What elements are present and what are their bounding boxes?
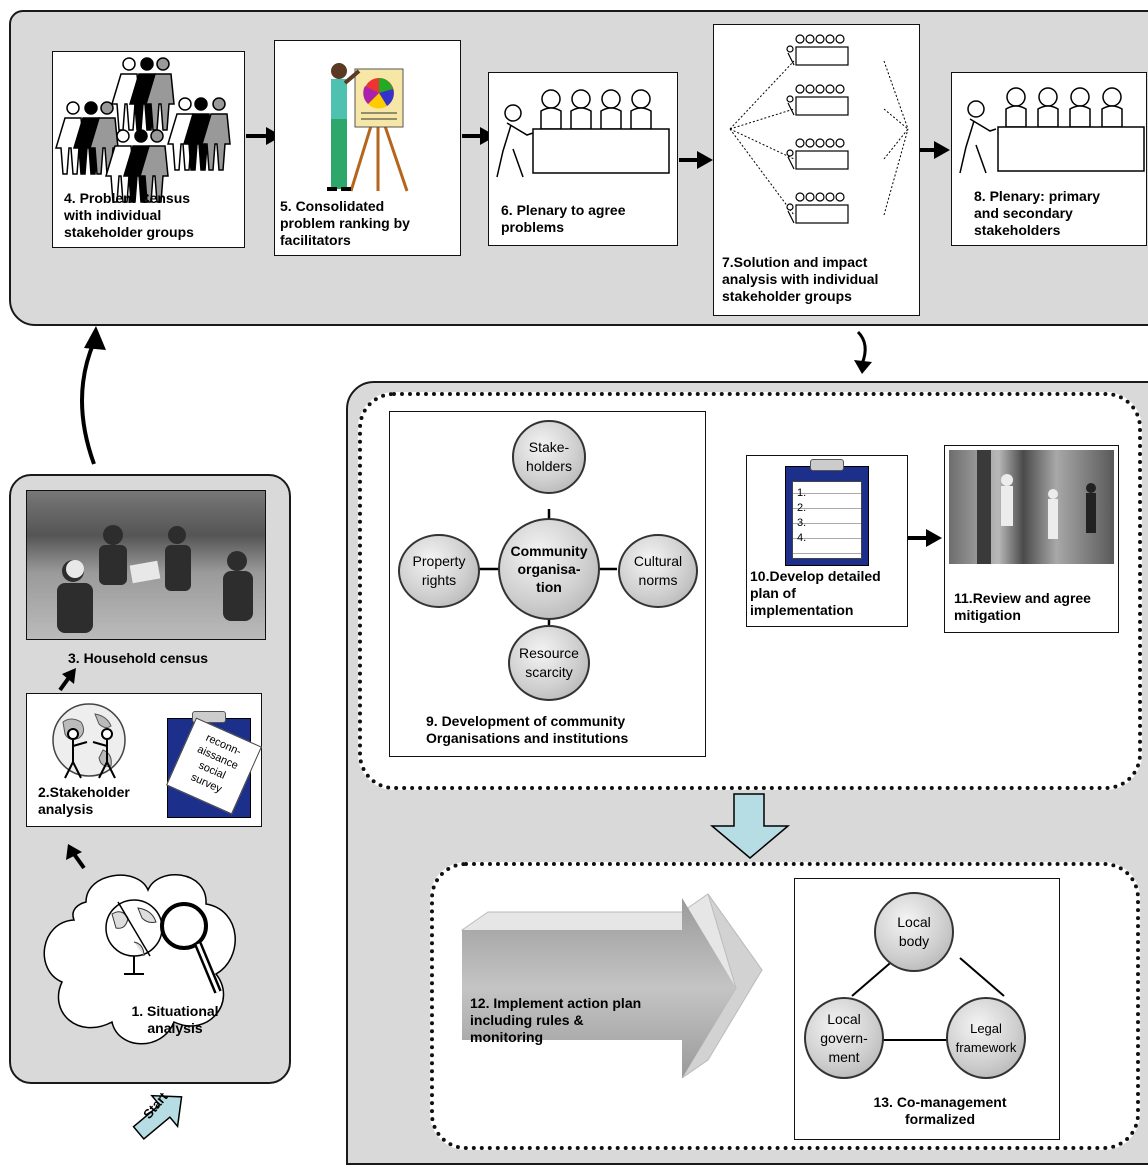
plan-clipboard-icon: 1. 2. 3. 4. xyxy=(785,459,869,566)
step-8-label: 8. Plenary: primary and secondary stakeh… xyxy=(974,188,1101,238)
plenary-stakeholders-icon xyxy=(959,87,1145,174)
arrow-5-to-6 xyxy=(462,127,496,145)
arrow-7-to-9 xyxy=(854,330,872,374)
step-2-label: 2.Stakeholder analysis xyxy=(38,784,130,817)
arrow-4-to-5 xyxy=(246,127,282,145)
step-2-box: reconn- aissance social survey xyxy=(26,693,262,827)
magnifier-icon xyxy=(160,902,222,994)
node-property-rights: Property rights xyxy=(398,534,480,608)
node-stakeholders: Stake- holders xyxy=(512,420,586,494)
node-property-rights-label: Property rights xyxy=(412,553,466,588)
step-11-box xyxy=(944,445,1119,633)
clipboard-paper: reconn- aissance social survey xyxy=(166,717,262,815)
step-9-label: 9. Development of community Organisation… xyxy=(426,713,629,746)
step-7-label: 7.Solution and impact analysis with indi… xyxy=(722,254,879,304)
node-stakeholders-label: Stake- holders xyxy=(526,439,572,474)
step-6-label: 6. Plenary to agree problems xyxy=(501,202,626,235)
node-resource-scarcity: Resource scarcity xyxy=(508,625,590,701)
facilitator-easel-icon xyxy=(327,63,409,192)
census-photo-figures xyxy=(57,525,253,633)
step-5-label: 5. Consolidated problem ranking by facil… xyxy=(280,198,410,248)
step-12-label: 12. Implement action plan including rule… xyxy=(470,995,642,1045)
step-4-label: 4. Problem Census with individual stakeh… xyxy=(64,190,194,240)
mitigation-photo-figures xyxy=(977,450,1096,564)
step-8-box xyxy=(951,72,1147,246)
step-11-label: 11.Review and agree mitigation xyxy=(954,590,1091,623)
group-figures xyxy=(54,57,231,203)
globe-icon xyxy=(105,899,163,975)
node-resource-scarcity-label: Resource scarcity xyxy=(519,645,579,680)
step-3-label: 3. Household census xyxy=(68,650,209,666)
stakeholder-groups-icon xyxy=(54,57,231,203)
node-local-body-label: Local body xyxy=(897,914,931,949)
arrow-10-to-11 xyxy=(908,529,942,547)
node-local-government-label: Local govern- ment xyxy=(820,1010,868,1065)
group-meetings-icon xyxy=(729,34,909,224)
arrow-3-to-4 xyxy=(80,326,106,465)
review-mitigation-photo xyxy=(949,450,1114,564)
node-local-body: Local body xyxy=(874,892,954,972)
node-local-government: Local govern- ment xyxy=(804,997,884,1079)
step-5-box xyxy=(274,40,461,256)
step-10-label: 10.Develop detailed plan of implementati… xyxy=(750,568,881,618)
stakeholder-globe-icon xyxy=(52,703,126,779)
arrow-7-to-8 xyxy=(920,141,950,159)
clipboard-icon: reconn- aissance social survey xyxy=(166,711,262,818)
plenary-meeting-icon xyxy=(496,89,670,178)
node-legal-framework: Legal framework xyxy=(946,997,1026,1079)
situational-analysis-cloud xyxy=(43,874,236,1045)
node-cultural-norms-label: Cultural norms xyxy=(633,553,683,588)
start-arrow xyxy=(132,1094,183,1141)
step-10-box: 1. 2. 3. 4. xyxy=(746,455,908,627)
arrow-1-to-2 xyxy=(66,844,86,870)
plan-clipboard-clip xyxy=(810,459,844,471)
node-community-organisation-label: Community organisa- tion xyxy=(510,543,588,595)
easel xyxy=(349,68,409,192)
node-community-organisation: Community organisa- tion xyxy=(498,518,600,620)
plan-list: 1. 2. 3. 4. xyxy=(792,481,862,559)
step-13-label: 13. Co-management formalized xyxy=(873,1094,1007,1127)
step-7-box xyxy=(713,24,920,316)
step-6-box xyxy=(488,72,678,246)
node-legal-framework-label: Legal framework xyxy=(955,1021,1017,1055)
step-4-box xyxy=(52,51,245,248)
facilitator-figure xyxy=(327,63,361,191)
arrow-2-to-3 xyxy=(58,668,76,692)
arrow-to-implementation xyxy=(709,793,791,859)
arrow-6-to-7 xyxy=(679,151,713,169)
node-cultural-norms: Cultural norms xyxy=(618,534,698,608)
household-census-photo xyxy=(26,490,266,640)
step-1-label: 1. Situational analysis xyxy=(131,1003,219,1036)
implement-action-arrow xyxy=(460,893,763,1079)
